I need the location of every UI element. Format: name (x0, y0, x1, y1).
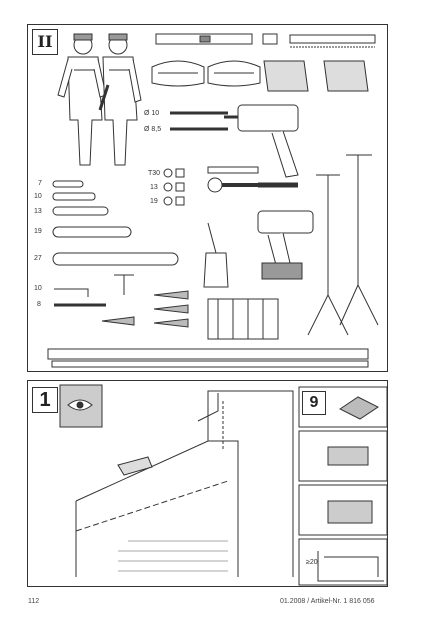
detail-box-3 (298, 538, 388, 586)
ratchet-icon (207, 166, 259, 193)
work-gloves-icon (263, 60, 369, 92)
wrench-size-label-3: 13 (34, 208, 42, 215)
dimension-label: ≥20 (306, 559, 318, 566)
sub-step-number: 9 (302, 391, 326, 415)
installation-illustration (59, 384, 388, 586)
wrench-set-icon (52, 180, 179, 266)
unpack-icon (339, 396, 379, 420)
eye-inspect-icon (59, 384, 103, 428)
frame-corner-icon (317, 551, 384, 582)
hammer-drill-icon (224, 104, 299, 178)
document-reference: 01.2008 / Artikel-Nr. 1 816 056 (280, 598, 375, 605)
wedges-icon (101, 290, 189, 328)
support-stands-icon (307, 154, 379, 336)
hex-size-label-2: 8 (37, 301, 41, 308)
mounting-bracket-icon (327, 446, 373, 524)
worker-figure-2-icon (98, 33, 142, 166)
drill-bit-icon (170, 111, 228, 131)
bit-size-label-2: 13 (150, 184, 158, 191)
wrench-size-label-5: 27 (34, 255, 42, 262)
bit-size-label-3: 19 (150, 198, 158, 205)
drill-size-label-1: Ø 10 (144, 110, 160, 117)
step-number-box: II (32, 29, 58, 55)
step-number-box: 1 (32, 387, 58, 413)
clamps-icon (207, 298, 279, 340)
drill-size-label-2: Ø 8,5 (144, 126, 162, 133)
wrench-size-label-4: 19 (34, 228, 42, 235)
hex-size-label-1: 10 (34, 285, 42, 292)
bit-size-label-1: T30 (148, 170, 161, 177)
cordless-drill-icon (257, 210, 314, 280)
saw-icon (289, 34, 376, 44)
hex-key-icon (54, 274, 134, 307)
socket-set-icon (163, 168, 185, 206)
worker-figure-1-icon (57, 33, 107, 166)
garage-opening-drawing (75, 390, 294, 577)
tools-panel: II (27, 24, 388, 372)
brick-wall-icon (118, 540, 228, 572)
wrench-size-label-2: 10 (34, 193, 42, 200)
installation-panel: 1 (27, 380, 388, 587)
tools-illustration (47, 33, 379, 368)
page-number: 112 (28, 598, 40, 605)
tape-measure-icon (262, 33, 278, 45)
wooden-planks-icon (47, 348, 369, 368)
safety-goggles-icon (151, 60, 261, 87)
wrench-size-label-1: 7 (38, 180, 42, 187)
hand-measuring-icon (117, 456, 153, 476)
oil-can-icon (203, 222, 229, 288)
